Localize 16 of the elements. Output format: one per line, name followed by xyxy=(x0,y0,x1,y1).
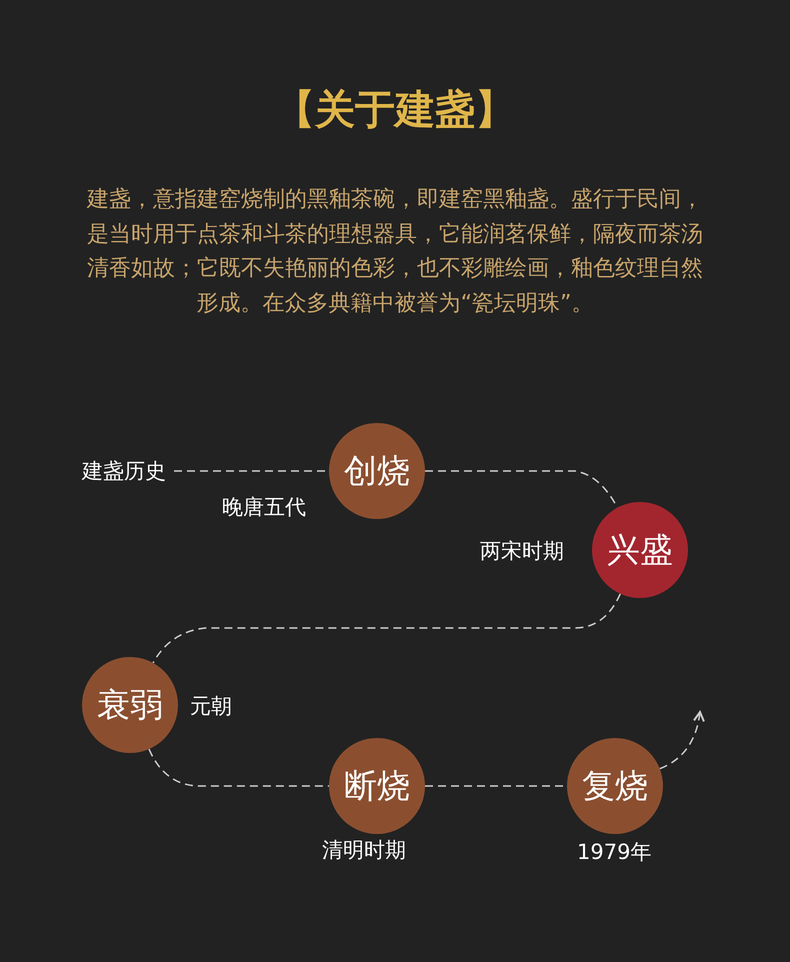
dashed-connector xyxy=(660,711,705,770)
stage-name: 复烧 xyxy=(582,764,648,806)
stage-name: 断烧 xyxy=(344,764,410,806)
stage-name: 创烧 xyxy=(344,450,410,492)
title-text: 【关于建盏】 xyxy=(274,85,516,135)
dashed-connector xyxy=(152,593,621,664)
period-label: 元朝 xyxy=(190,693,232,720)
period-label: 清明时期 xyxy=(322,837,406,864)
timeline-heading: 建盏历史 xyxy=(82,457,166,485)
stage-name: 兴盛 xyxy=(607,528,673,570)
intro-paragraph: 建盏，意指建窑烧制的黑釉茶碗，即建窑黑釉盏。盛行于民间，是当时用于点茶和斗茶的理想器具，它能润茗保鲜，隔夜而茶汤清香如故；它既不失艳丽的色彩，也不彩雕绘画，釉色纹理自然形成。在众多典籍中被誉为“瓷坛明珠”。 xyxy=(86,186,704,318)
dashed-connector xyxy=(148,748,329,787)
period-label: 1979年 xyxy=(577,839,652,866)
stage-name: 衰弱 xyxy=(97,684,163,726)
period-label: 晚唐五代 xyxy=(222,494,306,521)
period-label: 两宋时期 xyxy=(480,538,564,565)
